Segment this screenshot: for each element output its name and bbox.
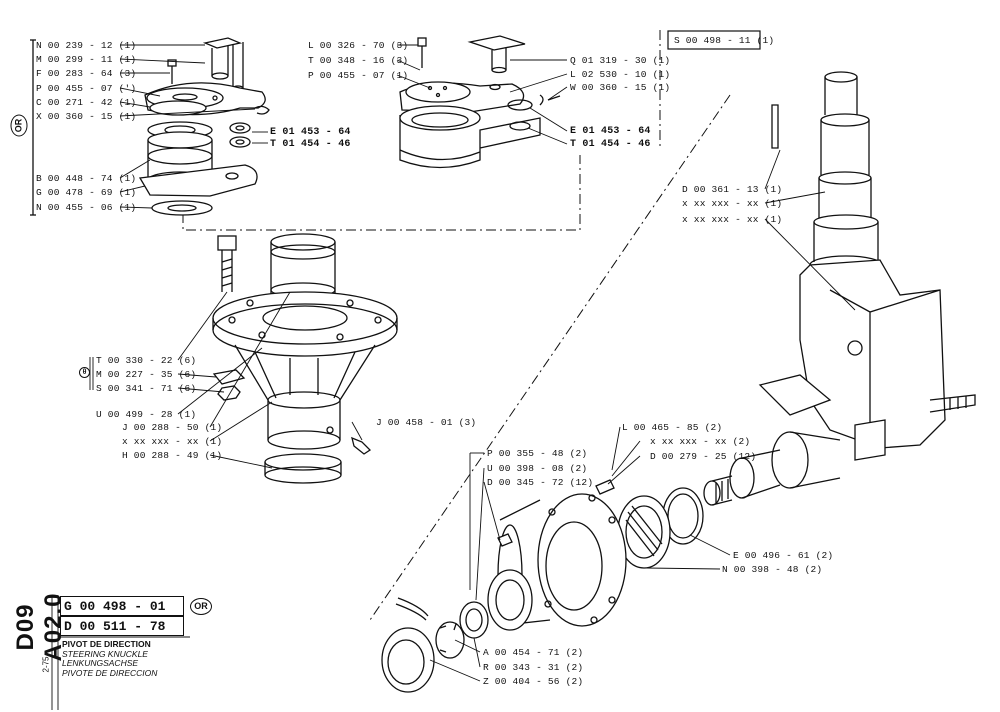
callout-label: T 01 454 - 46 (270, 139, 351, 150)
callout-label: N 00 239 - 12 (1) (36, 40, 137, 51)
callout-label: X 00 360 - 15 (1) (36, 111, 137, 122)
callout-label: T 01 454 - 46 (570, 139, 651, 150)
callout-label: D 00 279 - 25 (12) (650, 451, 757, 462)
callout-label: Z 00 404 - 56 (2) (483, 676, 584, 687)
callout-label: G 00 478 - 69 (1) (36, 187, 137, 198)
callout-label: E 00 496 - 61 (2) (733, 550, 834, 561)
bracket-top-left (30, 39, 36, 216)
callout-label: E 01 453 - 64 (570, 126, 651, 137)
callout-label: T 00 330 - 22 (6) (96, 355, 197, 366)
sheet-code: D09 A02.0 (12, 592, 67, 662)
callout-label: F 00 283 - 64 (3) (36, 68, 137, 79)
callout-label: S 00 341 - 71 (6) (96, 383, 197, 394)
callout-label: R 00 343 - 31 (2) (483, 662, 584, 673)
group-ref-box: G 00 498 - 01 (60, 596, 184, 616)
wheel-hub-exploded (381, 479, 704, 693)
theta-marker: θ (79, 367, 90, 378)
title-en: STEERING KNUCKLE (62, 648, 148, 659)
hub-housing (212, 233, 398, 484)
callout-label: N 00 398 - 48 (2) (722, 564, 823, 575)
upper-pivot-assembled (399, 35, 561, 169)
callout-label: L 00 326 - 70 (3) (308, 40, 409, 51)
title-de: LENKUNGSACHSE (62, 658, 139, 668)
callout-label: x xx xxx - xx (1) (122, 436, 223, 447)
leader-lines (51, 44, 856, 710)
callout-label: J 00 288 - 50 (1) (122, 422, 223, 433)
callout-label: E 01 453 - 64 (270, 127, 351, 138)
upper-pivot-stack (138, 37, 270, 216)
assembly-ref: S 00 498 - 11 (1) (674, 35, 775, 46)
callout-label: M 00 227 - 35 (6) (96, 369, 197, 380)
title-fr: PIVOT DE DIRECTION (62, 639, 151, 649)
or-marker: OR (10, 114, 28, 137)
callout-label: N 00 455 - 06 (1) (36, 202, 137, 213)
callout-label: U 00 499 - 28 (1) (96, 409, 197, 420)
callout-label: W 00 360 - 15 (1) (570, 82, 671, 93)
callout-label: C 00 271 - 42 (1) (36, 97, 137, 108)
callout-label: U 00 398 - 08 (2) (487, 463, 588, 474)
callout-label: T 00 348 - 16 (3) (308, 55, 409, 66)
callout-label: x xx xxx - xx (1) (682, 198, 783, 209)
callout-label: Q 01 319 - 30 (1) (570, 55, 671, 66)
callout-label: x xx xxx - xx (2) (650, 436, 751, 447)
panel-separators (182, 30, 731, 621)
callout-label: M 00 299 - 11 (1) (36, 54, 137, 65)
callout-label: J 00 458 - 01 (3) (376, 417, 477, 428)
alt-ref-box: D 00 511 - 78 (60, 616, 184, 636)
callout-label: D 00 345 - 72 (12) (487, 477, 594, 488)
callout-label: P 00 355 - 48 (2) (487, 448, 588, 459)
sheet-date: 2-75 (41, 656, 51, 673)
callout-label: D 00 361 - 13 (1) (682, 184, 783, 195)
callout-label: P 00 455 - 07 (1) (308, 70, 409, 81)
callout-label: B 00 448 - 74 (1) (36, 173, 137, 184)
callout-label: A 00 454 - 71 (2) (483, 647, 584, 658)
callout-label: L 00 465 - 85 (2) (622, 422, 723, 433)
or-badge: OR (190, 598, 212, 615)
steering-knuckle (703, 71, 976, 506)
callout-label: P 00 455 - 07 (') (36, 83, 137, 94)
callout-label: x xx xxx - xx (1) (682, 214, 783, 225)
callout-label: L 02 530 - 10 (1) (570, 69, 671, 80)
title-es: PIVOTE DE DIRECCION (62, 667, 158, 678)
callout-label: H 00 288 - 49 (1) (122, 450, 223, 461)
title-block: PIVOT DE DIRECTION STEERING KNUCKLE LENK… (62, 639, 158, 678)
